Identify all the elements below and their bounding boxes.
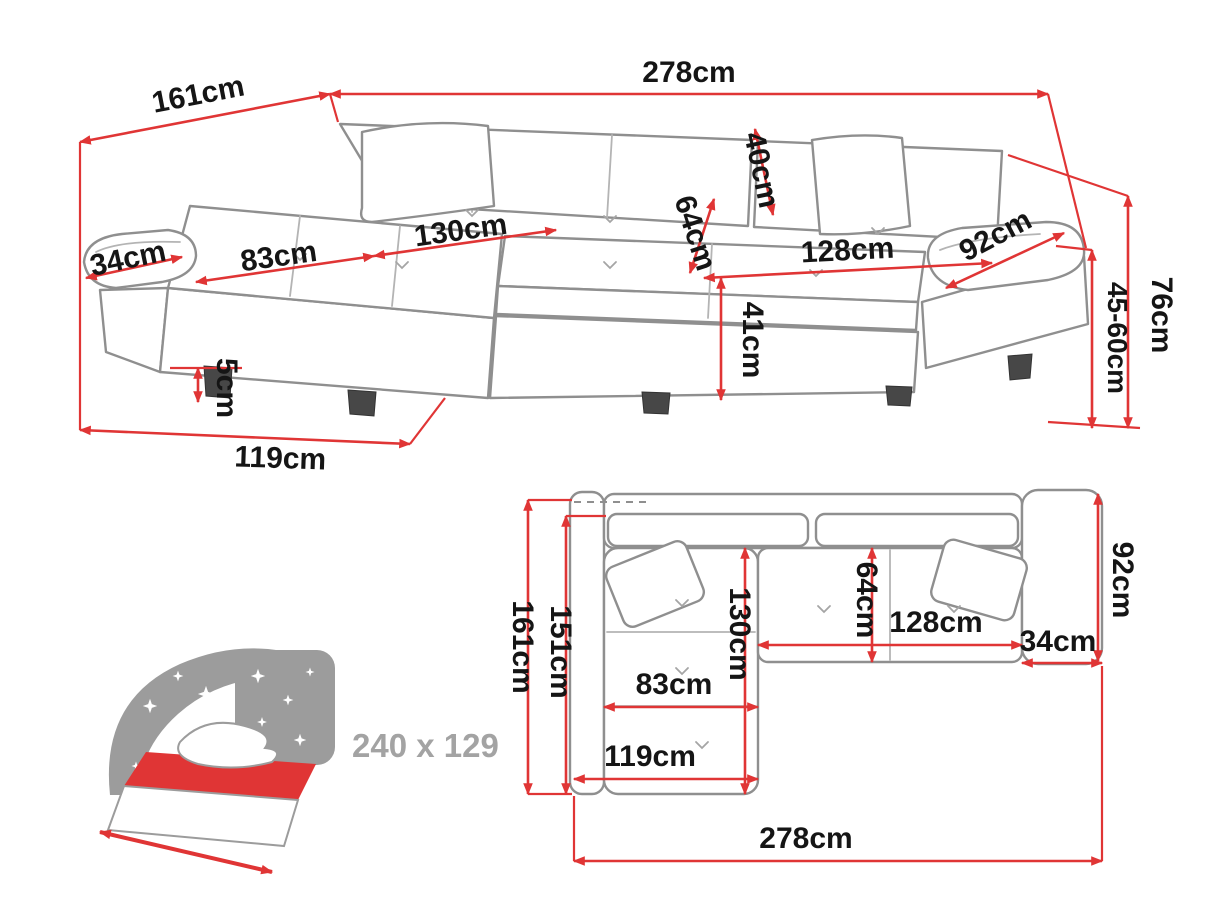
extension-line [409,397,446,445]
topview-pillow-right [930,538,1028,622]
dim-label-top-total-depth: 161cm [506,600,539,693]
backrest-seam [606,134,613,219]
sofa-legs [203,353,1033,417]
dim-label-leg-height: 5cm [210,358,243,418]
dim-line-total-depth [78,91,332,145]
dim-line-back-cushion [752,127,776,217]
dim-label-top-total-width: 278cm [759,822,852,855]
topview-dimension-labels: 161cm 151cm 130cm 64cm 128cm 34cm 92cm 8… [506,542,1139,855]
dim-label-top-chaise-length: 130cm [723,587,756,680]
extension-line [1047,420,1141,430]
dim-line-chaise-width [194,252,376,286]
perspective-dimensions [78,89,1141,449]
extension-line [1007,153,1129,198]
dim-line-chaise-total [78,425,412,449]
dim-label-top-main-seat-width: 128cm [889,606,982,639]
bed-size-label: 240 x 129 [352,727,499,764]
base-front [488,314,920,400]
armrest-left-crease [95,240,181,253]
dim-line-armrest-left [84,254,184,281]
dim-label-top-armrest-depth: 92cm [1106,542,1139,619]
dim-line-chaise-length [372,226,558,260]
dim-label-seat-height: 41cm [736,302,769,379]
topview-dimensions [523,492,1104,866]
topview-tufting-marks [675,599,961,750]
sleeping-function-bed-icon: 240 x 129 [98,648,499,875]
dim-label-backrest-height-range: 45-60cm [1102,282,1133,394]
night-sky-shape [108,648,310,795]
topview-back-cushion-left [606,512,810,548]
chaise-base-left [98,286,170,374]
extension-line [1046,93,1088,249]
extension-line [1055,244,1093,252]
dim-label-total-width: 278cm [642,56,735,89]
bed-blanket [177,721,279,769]
dim-label-top-armrest-width: 34cm [1020,625,1097,658]
pillow-left [359,121,496,224]
dim-label-top-inner-depth: 151cm [544,605,577,698]
dim-label-top-chaise-width: 83cm [636,668,713,701]
dim-label-top-chaise-total: 119cm [604,740,696,773]
topview-back-cushion-right [814,512,1020,548]
sofa-top-view [568,488,1104,796]
pillow-right [810,134,912,236]
topview-pillow-left [604,540,706,628]
dim-label-chaise-total-length: 119cm [234,440,327,476]
extension-line [328,93,340,123]
dim-line-main-seat-width [702,258,994,283]
pullout-arrow-icon [98,829,274,875]
dim-line-armrest-right [944,231,1066,290]
dim-label-top-seat-depth: 64cm [850,562,883,639]
seat-front [494,284,920,332]
dim-line-seat-depth [688,197,716,275]
dim-label-main-seat-width: 128cm [800,232,895,270]
dim-label-total-height: 76cm [1145,277,1178,354]
